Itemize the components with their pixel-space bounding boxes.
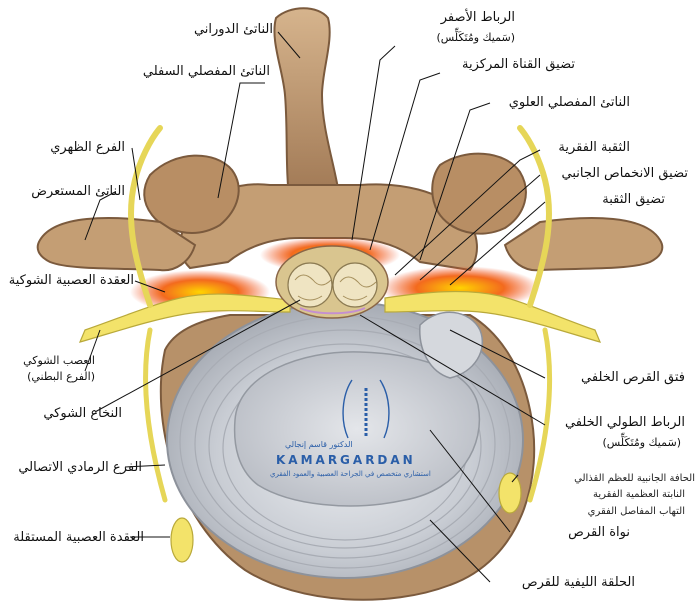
spinal-nerve-left [78, 293, 291, 343]
label-lateral-margin: الحافة الجانبية للعظم القذالي [574, 473, 695, 484]
label-spinal-cord: النخاع الشوكي [43, 406, 122, 421]
label-spinous-process: الناتئ الدوراني [193, 22, 273, 37]
inferior-articular-process [143, 154, 240, 234]
superior-articular-process [431, 152, 527, 235]
label-foraminal-stenosis: تضيق الثقبة [602, 192, 665, 207]
label-ventral-ramus: (الفرع البطني) [27, 370, 95, 383]
nucleus-pulposus [233, 351, 481, 507]
label-central-stenosis: تضيق القناة المركزية [462, 57, 575, 72]
gray-ramus-left [143, 327, 168, 503]
gray-ramus-right [527, 327, 553, 503]
label-dorsal-ramus: الفرع الظهري [50, 140, 125, 155]
transverse-process-right [503, 217, 664, 272]
watermark-name: KAMARGARDAN [276, 453, 416, 467]
label-spinal-ganglion: العقدة العصبية الشوكية [8, 273, 134, 288]
label-spinal-nerve: العصب الشوكي [23, 354, 95, 367]
label-ligamentum-flavum: الرباط الأصفر [440, 10, 515, 25]
label-superior-articular: الناتئ المفصلي العلوي [508, 95, 630, 110]
label-transverse-process: الناتئ المستعرض [31, 184, 125, 199]
label-ligamentum-flavum-note: (سَميك ومُتَكَلِّس) [436, 31, 515, 44]
watermark-top-line: الدكتور قاسم إنجالي [285, 440, 353, 449]
leader-lines [84, 31, 546, 583]
label-lateral-recess: تضيق الانخماص الجانبي [561, 166, 688, 181]
label-annulus: الحلقة الليفية للقرص [521, 575, 635, 590]
sympathetic-ganglion-left [170, 517, 194, 563]
label-facet-arthritis: التهاب المفاصل الفقري [587, 506, 685, 517]
label-inferior-articular: الناتئ المفصلي السفلي [142, 64, 270, 79]
watermark-logo [342, 379, 390, 439]
label-foramen: الثقبة الفقرية [558, 140, 630, 155]
spinal-nerve-right [384, 290, 602, 343]
sympathetic-ganglion-right [498, 472, 522, 514]
label-gray-ramus: الفرع الرمادي الاتصالي [18, 460, 142, 475]
spinal-cord [287, 262, 378, 315]
label-sympathetic-ganglion: العقدة العصبية المستقلة [13, 530, 144, 545]
dorsal-ramus-left [128, 125, 163, 308]
transverse-process-left [36, 217, 197, 272]
spinous-process [273, 7, 342, 207]
label-nucleus: نواة القرص [568, 525, 630, 540]
label-posterior-longitudinal-note: (سَميك ومُتَكَلِّس) [602, 436, 681, 449]
disc-herniation [419, 311, 484, 379]
dorsal-ramus-right [517, 125, 552, 308]
label-posterior-longitudinal: الرباط الطولي الخلفي [564, 415, 685, 430]
watermark-bottom-line: استشاري متخصص في الجراحة العصبية والعمود… [270, 470, 431, 478]
label-posterior-herniation: فتق القرص الخلفي [581, 370, 685, 385]
label-osteophytes: النابتة العظمية الفقرية [592, 489, 685, 500]
